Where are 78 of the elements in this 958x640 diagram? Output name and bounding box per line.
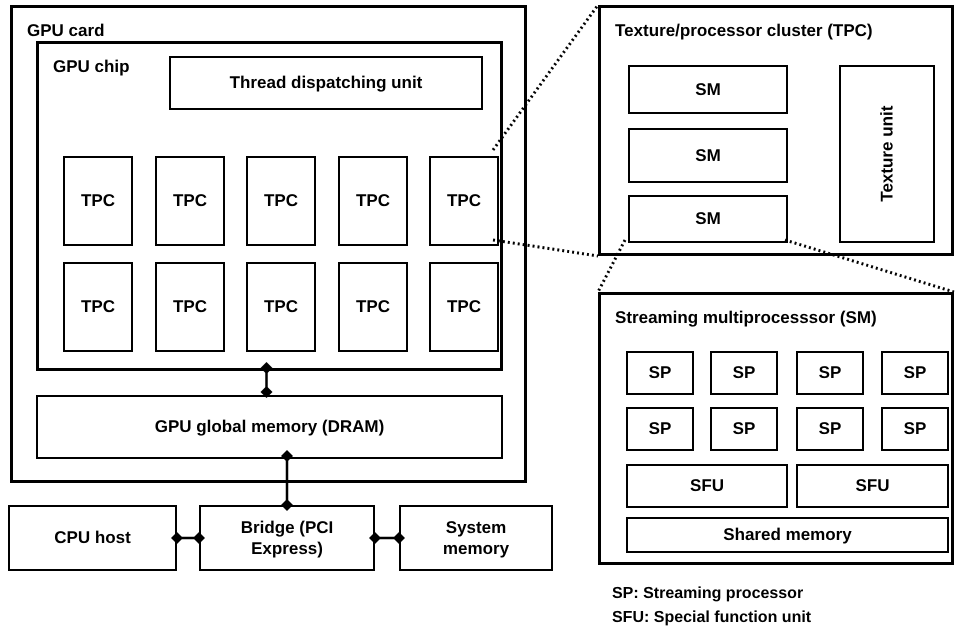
- container-box: [36, 41, 503, 371]
- box-label: SP: [648, 418, 672, 440]
- component-box: [8, 505, 177, 571]
- component-box: [169, 56, 483, 110]
- container-box: [10, 5, 527, 483]
- box-title: Streaming multiprocesssor (SM): [615, 307, 877, 329]
- box-label: SP: [904, 362, 926, 384]
- component-box: [710, 351, 778, 395]
- connector: [369, 532, 405, 544]
- box-title: Texture/processor cluster (TPC): [615, 20, 873, 42]
- component-box: [626, 351, 694, 395]
- component-box: [199, 505, 375, 571]
- box-label: SP: [648, 362, 672, 384]
- component-box: [839, 65, 935, 243]
- component-box: [628, 65, 788, 114]
- box-label: TPC: [264, 296, 298, 318]
- component-box: [881, 407, 949, 451]
- box-label: SFU: [856, 475, 890, 497]
- component-box: [628, 195, 788, 243]
- zoom-line: [784, 238, 954, 294]
- box-label: SM: [695, 208, 721, 230]
- box-label: TPC: [81, 296, 115, 318]
- box-label: SP: [818, 362, 842, 384]
- component-box: [155, 156, 225, 246]
- box-label: SM: [695, 78, 721, 100]
- legend-note: SP: Streaming processor: [612, 584, 804, 604]
- box-title: GPU chip: [53, 56, 130, 78]
- box-label: SP: [732, 362, 756, 384]
- box-label: TPC: [173, 296, 207, 318]
- component-box: [338, 262, 408, 352]
- component-box: [399, 505, 553, 571]
- box-label: Thread dispatching unit: [230, 72, 422, 94]
- box-label: SFU: [690, 475, 724, 497]
- component-box: [429, 156, 499, 246]
- zoom-line: [492, 4, 600, 151]
- box-label: TPC: [447, 296, 481, 318]
- component-box: [796, 351, 864, 395]
- component-box: [796, 407, 864, 451]
- component-box: [36, 395, 503, 459]
- box-label: SM: [695, 144, 721, 166]
- box-label: CPU host: [54, 527, 131, 549]
- container-box: [598, 292, 954, 565]
- box-label: SP: [732, 418, 756, 440]
- box-label: Shared memory: [723, 524, 852, 546]
- component-box: [246, 262, 316, 352]
- component-box: [626, 407, 694, 451]
- box-label: TPC: [356, 296, 390, 318]
- zoom-line: [492, 238, 598, 258]
- component-box: [338, 156, 408, 246]
- legend-note: SFU: Special function unit: [612, 608, 812, 628]
- box-title: GPU card: [27, 20, 104, 42]
- box-label: Texture unit: [876, 106, 898, 202]
- box-label: Bridge (PCI Express): [240, 516, 334, 560]
- component-box: [246, 156, 316, 246]
- component-box: [796, 464, 949, 508]
- box-label: TPC: [173, 190, 207, 212]
- component-box: [63, 156, 133, 246]
- box-label: TPC: [447, 190, 481, 212]
- zoom-line: [596, 239, 626, 293]
- component-box: [63, 262, 133, 352]
- box-label: GPU global memory (DRAM): [154, 416, 384, 438]
- component-box: [881, 351, 949, 395]
- box-label: TPC: [264, 190, 298, 212]
- connector: [260, 362, 272, 398]
- component-box: [155, 262, 225, 352]
- component-box: [628, 128, 788, 183]
- component-box: [626, 517, 949, 553]
- container-box: [598, 5, 954, 256]
- box-label: SP: [818, 418, 842, 440]
- box-label: TPC: [81, 190, 115, 212]
- box-label: SP: [904, 418, 926, 440]
- box-label: System memory: [442, 516, 510, 560]
- component-box: [626, 464, 788, 508]
- component-box: [710, 407, 778, 451]
- component-box: [429, 262, 499, 352]
- connector: [171, 532, 205, 544]
- box-label: TPC: [356, 190, 390, 212]
- connector: [281, 450, 293, 511]
